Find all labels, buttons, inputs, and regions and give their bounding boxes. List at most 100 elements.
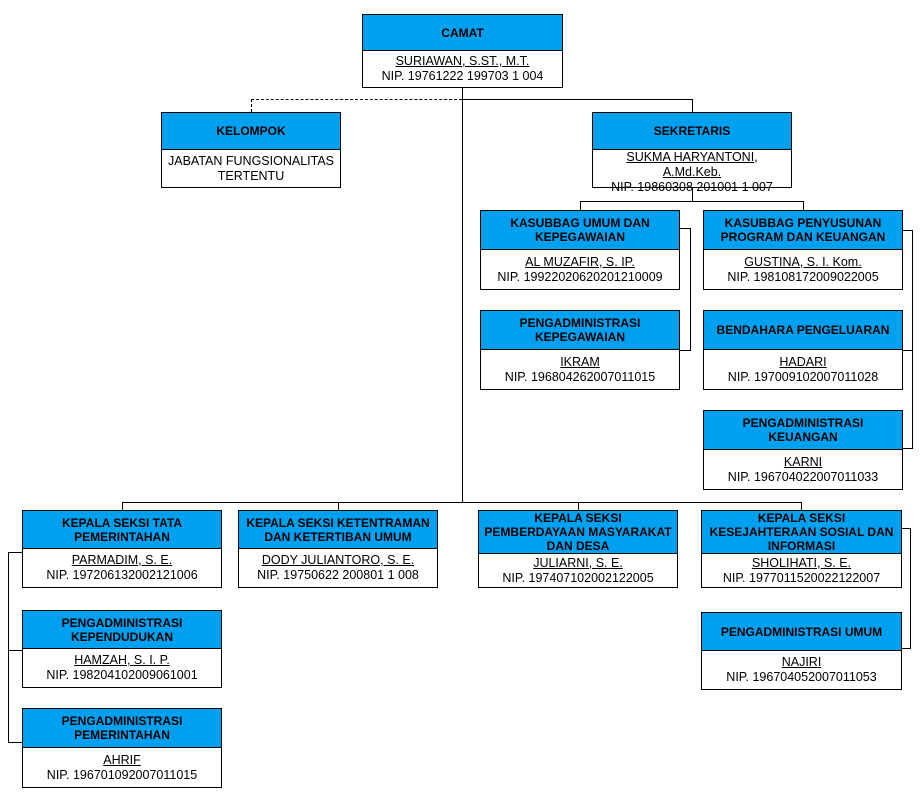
org-box-camat: CAMAT SURIAWAN, S.ST., M.T. NIP. 1976122… bbox=[362, 14, 563, 88]
org-box-peng-keuangan-title: PENGADMINISTRASI KEUANGAN bbox=[704, 411, 902, 450]
org-box-seksi-tramtib-title: KEPALA SEKSI KETENTRAMAN DAN KETERTIBAN … bbox=[239, 511, 437, 549]
person-nip: NIP. 198204102009061001 bbox=[46, 668, 198, 682]
org-box-peng-pemerintahan-body: AHRIF NIP. 196701092007011015 bbox=[23, 748, 221, 787]
org-box-peng-umum: PENGADMINISTRASI UMUM NAJIRI NIP. 196704… bbox=[701, 612, 902, 690]
connector-bendahara-stub bbox=[902, 350, 913, 351]
org-box-kelompok-title: KELOMPOK bbox=[162, 113, 340, 150]
org-box-seksi-pmd: KEPALA SEKSI PEMBERDAYAAN MASYARAKAT DAN… bbox=[478, 510, 678, 588]
org-box-bendahara-body: HADARI NIP. 197009102007011028 bbox=[704, 350, 902, 389]
person-nip: NIP. 197009102007011028 bbox=[727, 369, 879, 384]
connector-peng-keuangan-stub bbox=[902, 448, 913, 449]
person-name: AHRIF bbox=[103, 752, 141, 767]
connector-trunk-vertical bbox=[462, 88, 463, 502]
connector-kasubbag-program-drop bbox=[803, 201, 804, 210]
org-box-seksi-tramtib-body: DODY JULIANTORO, S. E. NIP. 19750622 200… bbox=[239, 549, 437, 587]
org-box-peng-pemerintahan-title: PENGADMINISTRASI PEMERINTAHAN bbox=[23, 709, 221, 748]
person-nip: NIP. 196701092007011015 bbox=[46, 767, 198, 782]
connector-seksi-tata-stub bbox=[8, 552, 23, 553]
org-box-sekretaris-title: SEKRETARIS bbox=[593, 113, 791, 150]
person-nip: NIP. 196704052007011053 bbox=[726, 670, 877, 684]
org-box-bendahara-title: BENDAHARA PENGELUARAN bbox=[704, 311, 902, 350]
person-name: PARMADIM, S. E. bbox=[71, 553, 173, 567]
org-box-seksi-kesos-body: SHOLIHATI, S. E. NIP. 197701152002212200… bbox=[702, 554, 901, 587]
kelompok-description: JABATAN FUNGSIONALITAS TERTENTU bbox=[168, 153, 334, 183]
org-box-seksi-pmd-title: KEPALA SEKSI PEMBERDAYAAN MASYARAKAT DAN… bbox=[479, 511, 677, 554]
org-box-peng-keuangan: PENGADMINISTRASI KEUANGAN KARNI NIP. 196… bbox=[703, 410, 903, 490]
connector-sekretaris-drop bbox=[692, 99, 693, 112]
connector-kepegawaian-vertical bbox=[690, 228, 691, 351]
connector-kelompok-dashed-horizontal bbox=[251, 99, 462, 100]
org-box-seksi-kesos: KEPALA SEKSI KESEJAHTERAAN SOSIAL DAN IN… bbox=[701, 510, 902, 588]
person-name: SHOLIHATI, S. E. bbox=[751, 555, 852, 570]
person-nip: NIP. 19860308 201001 1 007 bbox=[611, 180, 773, 194]
org-box-kasubbag-program-body: GUSTINA, S. I. Kom. NIP. 198108172009022… bbox=[704, 250, 902, 289]
connector-kasubbag-umum-drop bbox=[580, 201, 581, 210]
connector-seksi-tramtib-drop bbox=[338, 502, 339, 510]
person-nip: NIP. 1977011520022122007 bbox=[722, 570, 881, 585]
org-box-seksi-tata-title: KEPALA SEKSI TATA PEMERINTAHAN bbox=[23, 511, 221, 549]
person-name: DODY JULIANTORO, S. E. bbox=[261, 553, 415, 567]
person-name: NAJIRI bbox=[781, 655, 822, 669]
connector-seksi-pmd-drop bbox=[578, 502, 579, 510]
connector-camat-sekretaris-horizontal bbox=[462, 99, 693, 100]
org-box-peng-kepegawaian-body: IKRAM NIP. 196804262007011015 bbox=[481, 350, 679, 389]
org-box-kasubbag-umum-title: KASUBBAG UMUM DAN KEPEGAWAIAN bbox=[481, 211, 679, 250]
org-box-kasubbag-program-title: KASUBBAG PENYUSUNAN PROGRAM DAN KEUANGAN bbox=[704, 211, 902, 250]
org-box-peng-kependudukan: PENGADMINISTRASI KEPENDUDUKAN HAMZAH, S.… bbox=[22, 610, 222, 688]
org-box-kasubbag-umum-body: AL MUZAFIR, S. IP. NIP. 1992202062020121… bbox=[481, 250, 679, 289]
connector-peng-pemerintahan-stub bbox=[8, 742, 23, 743]
org-box-sekretaris: SEKRETARIS SUKMA HARYANTONI, A.Md.Keb. N… bbox=[592, 112, 792, 194]
org-box-peng-umum-body: NAJIRI NIP. 196704052007011053 bbox=[702, 651, 901, 689]
person-name: AL MUZAFIR, S. IP. bbox=[525, 254, 635, 269]
person-name: HADARI bbox=[779, 354, 827, 369]
connector-peng-umum-stub bbox=[901, 648, 911, 649]
person-name: GUSTINA, S. I. Kom. bbox=[744, 254, 862, 269]
person-nip: NIP. 197206132002121006 bbox=[46, 568, 198, 582]
org-box-peng-umum-title: PENGADMINISTRASI UMUM bbox=[702, 613, 901, 651]
org-box-peng-kepegawaian: PENGADMINISTRASI KEPEGAWAIAN IKRAM NIP. … bbox=[480, 310, 680, 390]
person-name: SUKMA HARYANTONI, A.Md.Keb. bbox=[626, 150, 758, 179]
org-box-bendahara: BENDAHARA PENGELUARAN HADARI NIP. 197009… bbox=[703, 310, 903, 390]
org-box-seksi-pmd-body: JULIARNI, S. E. NIP. 197407102002122005 bbox=[479, 554, 677, 587]
connector-seksi-kesos-stub bbox=[901, 528, 911, 529]
connector-peng-kepegawaian-stub bbox=[680, 350, 691, 351]
org-box-kelompok: KELOMPOK JABATAN FUNGSIONALITAS TERTENTU bbox=[161, 112, 341, 188]
connector-seksi-tata-drop bbox=[122, 502, 123, 510]
connector-sekretaris-bottom bbox=[692, 188, 693, 201]
person-name: JULIARNI, S. E. bbox=[533, 555, 623, 570]
org-box-seksi-kesos-title: KEPALA SEKSI KESEJAHTERAAN SOSIAL DAN IN… bbox=[702, 511, 901, 554]
connector-tata-column-vertical bbox=[8, 552, 9, 743]
connector-seksi-kesos-drop bbox=[801, 502, 802, 510]
connector-kesos-column-vertical bbox=[910, 528, 911, 649]
person-nip: NIP. 19750622 200801 1 008 bbox=[257, 568, 419, 582]
connector-kasubbag-split bbox=[580, 201, 804, 202]
connector-seksi-horizontal bbox=[122, 502, 802, 503]
person-nip: NIP. 197407102002122005 bbox=[502, 570, 654, 585]
org-box-kelompok-body: JABATAN FUNGSIONALITAS TERTENTU bbox=[162, 150, 340, 187]
org-box-peng-pemerintahan: PENGADMINISTRASI PEMERINTAHAN AHRIF NIP.… bbox=[22, 708, 222, 788]
person-name: IKRAM bbox=[560, 354, 600, 369]
person-nip: NIP. 196704022007011033 bbox=[727, 469, 879, 484]
person-nip: NIP. 198108172009022005 bbox=[727, 269, 879, 284]
org-box-camat-title: CAMAT bbox=[363, 15, 562, 51]
person-name: KARNI bbox=[783, 454, 823, 469]
org-box-peng-kepegawaian-title: PENGADMINISTRASI KEPEGAWAIAN bbox=[481, 311, 679, 350]
connector-keuangan-vertical bbox=[912, 230, 913, 449]
org-box-kasubbag-program: KASUBBAG PENYUSUNAN PROGRAM DAN KEUANGAN… bbox=[703, 210, 903, 290]
org-box-camat-body: SURIAWAN, S.ST., M.T. NIP. 19761222 1997… bbox=[363, 51, 562, 87]
org-box-sekretaris-body: SUKMA HARYANTONI, A.Md.Keb. NIP. 1986030… bbox=[593, 150, 791, 195]
connector-kasubbag-program-stub bbox=[902, 230, 913, 231]
org-box-seksi-tata: KEPALA SEKSI TATA PEMERINTAHAN PARMADIM,… bbox=[22, 510, 222, 588]
org-box-peng-kependudukan-title: PENGADMINISTRASI KEPENDUDUKAN bbox=[23, 611, 221, 649]
person-name: HAMZAH, S. I. P. bbox=[74, 653, 170, 667]
org-box-kasubbag-umum: KASUBBAG UMUM DAN KEPEGAWAIAN AL MUZAFIR… bbox=[480, 210, 680, 290]
org-box-seksi-tramtib: KEPALA SEKSI KETENTRAMAN DAN KETERTIBAN … bbox=[238, 510, 438, 588]
person-nip: NIP. 19922020620201210009 bbox=[497, 269, 663, 284]
org-box-peng-keuangan-body: KARNI NIP. 196704022007011033 bbox=[704, 450, 902, 489]
person-nip: NIP. 196804262007011015 bbox=[504, 369, 656, 384]
person-name: SURIAWAN, S.ST., M.T. bbox=[395, 54, 530, 68]
person-nip: NIP. 19761222 199703 1 004 bbox=[381, 69, 544, 83]
org-box-seksi-tata-body: PARMADIM, S. E. NIP. 197206132002121006 bbox=[23, 549, 221, 587]
connector-peng-kependudukan-stub bbox=[8, 650, 23, 651]
